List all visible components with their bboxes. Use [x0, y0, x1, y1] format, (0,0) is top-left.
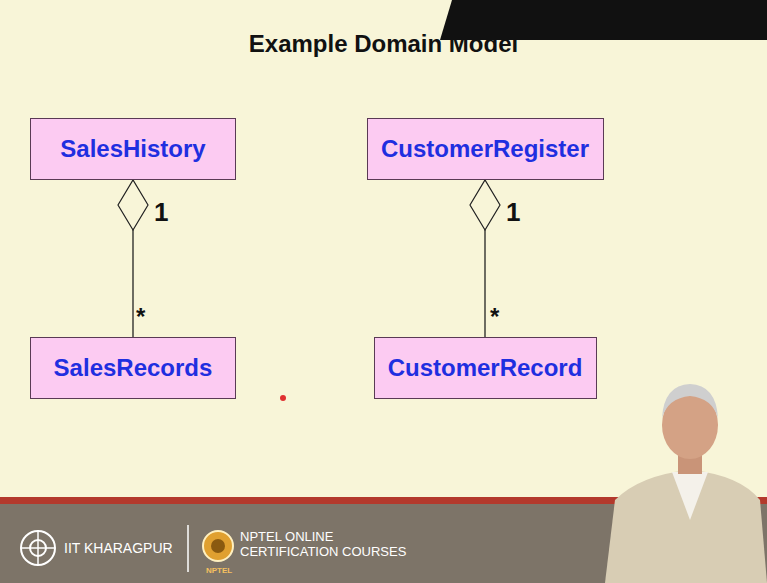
pointer-dot — [280, 395, 286, 401]
presenter — [605, 384, 767, 583]
slide-title: Example Domain Model — [0, 30, 767, 58]
multiplicity: * — [136, 303, 145, 331]
multiplicity: 1 — [506, 198, 520, 228]
class-name: CustomerRegister — [381, 135, 589, 163]
class-box: CustomerRegister — [367, 118, 604, 180]
class-box: SalesRecords — [30, 337, 236, 399]
institute-name: IIT KHARAGPUR — [64, 540, 173, 556]
class-name: SalesRecords — [54, 354, 213, 382]
aggregation-line — [484, 180, 485, 337]
nptel-logo — [203, 531, 233, 561]
class-name: SalesHistory — [60, 135, 205, 163]
course-banner: NPTEL ONLINE CERTIFICATION COURSES — [240, 530, 420, 560]
footer-divider — [187, 525, 189, 572]
aggregation-line — [132, 180, 133, 337]
class-box: CustomerRecord — [374, 337, 597, 399]
multiplicity: 1 — [154, 198, 168, 228]
logo-caption: NPTEL — [206, 566, 232, 575]
iit-logo — [21, 531, 55, 565]
class-box: SalesHistory — [30, 118, 236, 180]
multiplicity: * — [490, 303, 499, 331]
class-name: CustomerRecord — [388, 354, 583, 382]
